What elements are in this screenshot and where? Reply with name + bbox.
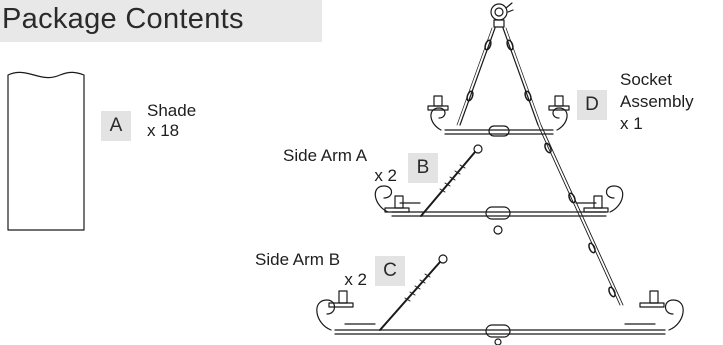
part-c-letter: C <box>375 256 405 286</box>
part-c-qty: x 2 <box>344 270 367 289</box>
part-b-name: Side Arm A <box>283 146 368 165</box>
socket-cup-icon <box>427 95 570 111</box>
part-d-qty: x 1 <box>620 114 643 133</box>
part-d-letter: D <box>577 90 607 120</box>
part-a-name: Shade <box>147 101 197 120</box>
part-a-letter: A <box>101 111 131 141</box>
shade-icon <box>7 71 85 231</box>
page-title: Package Contents <box>2 3 244 35</box>
side-arm-icon <box>379 254 448 331</box>
part-d-name: Socket <box>620 70 672 89</box>
chandelier-icon <box>316 2 684 345</box>
side-arm-icon <box>420 144 483 217</box>
part-d-name-line2: Assembly <box>620 92 694 111</box>
part-b-qty: x 2 <box>374 166 397 185</box>
part-c-name: Side Arm B <box>255 250 341 269</box>
part-b-letter: B <box>408 153 438 183</box>
part-a-qty: x 18 <box>147 121 180 140</box>
title-bar <box>0 0 322 42</box>
